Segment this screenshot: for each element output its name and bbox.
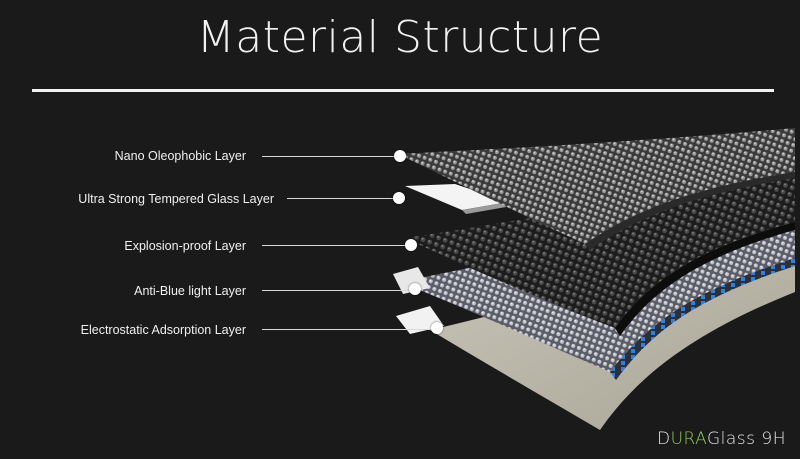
callout-dot-nano-oleophobic <box>394 150 406 162</box>
anti-blue-light-edge <box>610 258 795 380</box>
brand-logo: DURAGlass 9H <box>657 429 786 449</box>
leader-line-explosion-proof <box>262 245 408 246</box>
leader-line-electrostatic-adsorption <box>262 329 434 330</box>
explosion-proof-sheet <box>405 170 795 328</box>
layer-label-nano-oleophobic: Nano Oleophobic Layer <box>114 149 246 163</box>
brand-logo-letter-d: D <box>656 429 671 449</box>
tempered-glass-sheet <box>405 184 508 210</box>
brand-logo-suffix: Glass 9H <box>706 429 786 449</box>
callout-dot-anti-blue-light <box>409 283 421 295</box>
explosion-proof-edge <box>615 222 795 336</box>
title-underline <box>32 89 774 92</box>
page-title: Material Structure <box>196 12 604 63</box>
layer-label-electrostatic-adsorption: Electrostatic Adsorption Layer <box>80 323 246 337</box>
callout-dot-electrostatic-adsorption <box>431 322 443 334</box>
leader-line-nano-oleophobic <box>262 156 398 157</box>
callout-dot-tempered-glass <box>393 192 405 204</box>
nano-oleophobic-edge <box>585 172 795 250</box>
layer-label-tempered-glass: Ultra Strong Tempered Glass Layer <box>78 192 274 206</box>
callout-dot-explosion-proof <box>405 239 417 251</box>
tempered-glass-edge <box>462 202 512 214</box>
nano-oleophobic-sheet <box>398 128 795 244</box>
layer-label-explosion-proof: Explosion-proof Layer <box>124 239 246 253</box>
brand-logo-accent: URA <box>670 429 707 449</box>
leader-line-tempered-glass <box>287 198 397 199</box>
layer-label-anti-blue-light: Anti-Blue light Layer <box>134 284 246 298</box>
leader-line-anti-blue-light <box>262 290 412 291</box>
